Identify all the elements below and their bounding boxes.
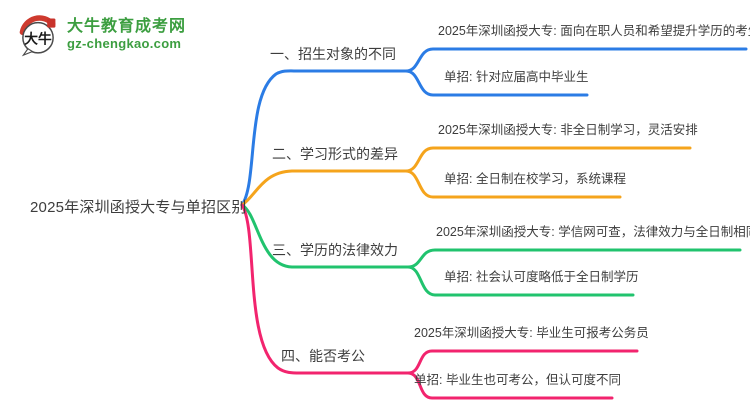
- leaf-3a-label: 2025年深圳函授大专: 学信网可查，法律效力与全日制相同: [436, 225, 750, 239]
- svg-text:大牛: 大牛: [24, 30, 52, 46]
- logo-title: 大牛教育成考网: [67, 18, 187, 36]
- branch-4-label: 四、能否考公: [281, 348, 365, 364]
- leaf-2b-label: 单招: 全日制在校学习，系统课程: [444, 172, 626, 186]
- leaf-2a-label: 2025年深圳函授大专: 非全日制学习，灵活安排: [438, 123, 698, 137]
- branch-3-lines: [240, 203, 742, 297]
- branch-4-lines: [240, 203, 639, 400]
- branch-1-lines: [240, 47, 748, 207]
- branch-3-label: 三、学历的法律效力: [272, 242, 398, 258]
- leaf-4b-label: 单招: 毕业生也可考公，但认可度不同: [414, 373, 621, 387]
- root-node-label: 2025年深圳函授大专与单招区别: [30, 199, 247, 216]
- site-logo: 大牛 大牛教育成考网 gz-chengkao.com: [16, 13, 186, 57]
- leaf-3b-label: 单招: 社会认可度略低于全日制学历: [444, 270, 639, 284]
- leaf-1a-label: 2025年深圳函授大专: 面向在职人员和希望提升学历的考生: [438, 24, 750, 38]
- daniu-ox-logo-icon: 大牛: [19, 15, 56, 57]
- logo-domain: gz-chengkao.com: [67, 35, 182, 51]
- leaf-1b-label: 单招: 针对应届高中毕业生: [444, 70, 589, 84]
- branch-2-label: 二、学习形式的差异: [272, 146, 398, 162]
- branch-2-lines: [240, 146, 692, 207]
- branch-1-label: 一、招生对象的不同: [270, 46, 396, 62]
- leaf-4a-label: 2025年深圳函授大专: 毕业生可报考公务员: [414, 326, 649, 340]
